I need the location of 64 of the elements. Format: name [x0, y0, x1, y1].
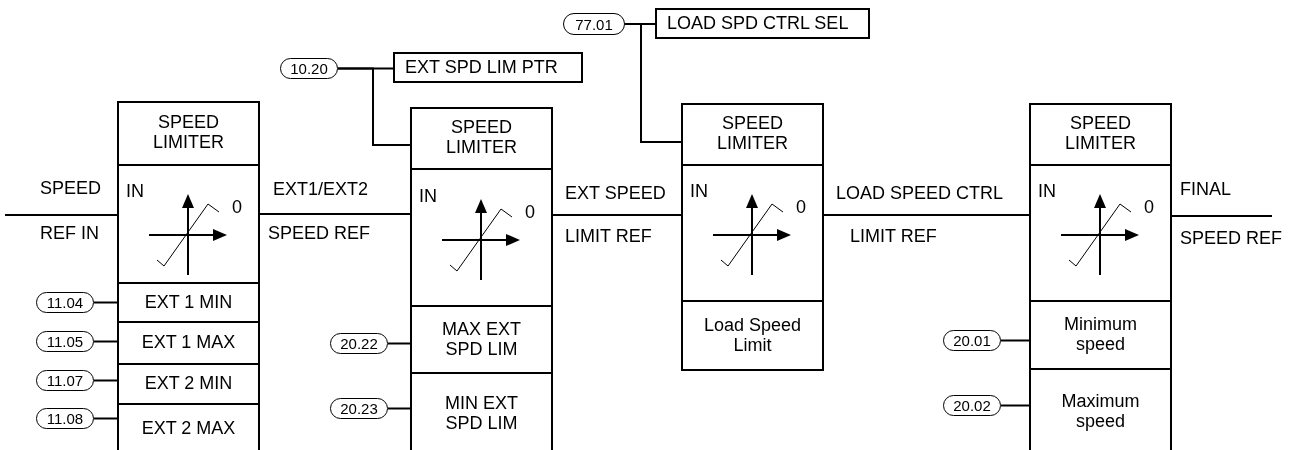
parameter-label: Maximum speed	[1060, 391, 1141, 432]
signal-label: SPEED REF	[268, 224, 371, 242]
parameter-number: 11.05	[46, 333, 84, 350]
parameter-number: 77.01	[575, 15, 613, 33]
connector-line	[387, 407, 411, 410]
block-title: SPEED LIMITER	[445, 117, 518, 158]
signal-label: EXT SPEED	[565, 184, 666, 202]
signal-label: SPEED	[40, 179, 102, 197]
signal-label: LOAD SPEED CTRL	[836, 184, 1004, 202]
connector-line	[93, 417, 118, 420]
input-label: IN	[690, 182, 708, 202]
connector-line	[93, 379, 118, 382]
parameter-number: 20.23	[340, 400, 378, 417]
connector-line	[624, 23, 683, 143]
zero-label: 0	[232, 198, 242, 218]
limiter-block	[410, 107, 553, 450]
parameter-number: 11.07	[46, 372, 84, 389]
block-title: SPEED LIMITER	[1064, 113, 1137, 154]
signal-label: EXT1/EXT2	[273, 180, 369, 198]
signal-label: LIMIT REF	[565, 227, 652, 245]
block-title: SPEED LIMITER	[716, 113, 789, 154]
signal-label: REF IN	[40, 224, 99, 242]
limiter-block	[1029, 103, 1172, 450]
connector-line	[337, 67, 412, 146]
zero-label: 0	[525, 203, 535, 223]
limiter-block	[681, 103, 824, 371]
parameter-label: Minimum speed	[1063, 315, 1138, 355]
connector-line	[387, 342, 411, 345]
parameter-number: 10.20	[290, 60, 328, 77]
parameter-number: 11.08	[46, 410, 84, 427]
signal-line	[4, 214, 118, 216]
pointer-box	[393, 52, 583, 83]
connector-line	[1000, 339, 1030, 342]
signal-label: SPEED REF	[1180, 229, 1283, 247]
parameter-label: EXT 2 MAX	[141, 419, 236, 439]
parameter-label: EXT 2 MIN	[144, 374, 233, 394]
parameter-label: EXT 1 MIN	[144, 292, 233, 313]
pointer-label: LOAD SPD CTRL SEL	[667, 13, 849, 34]
input-label: IN	[126, 182, 144, 202]
parameter-label: Load Speed Limit	[702, 315, 803, 356]
connector-line	[93, 301, 118, 304]
parameter-number: 20.02	[953, 397, 991, 414]
signal-label: FINAL	[1180, 180, 1231, 198]
signal-label: LIMIT REF	[850, 227, 937, 245]
connector-line	[1000, 404, 1030, 407]
parameter-number: 11.04	[46, 294, 84, 311]
parameter-number: 20.22	[340, 335, 378, 352]
limiter-block	[117, 101, 260, 450]
parameter-label: MIN EXT SPD LIM	[444, 393, 519, 434]
signal-line	[1171, 215, 1273, 217]
block-title: SPEED LIMITER	[152, 112, 225, 153]
connector-line	[93, 340, 118, 343]
parameter-label: MAX EXT SPD LIM	[441, 319, 522, 360]
zero-label: 0	[796, 198, 806, 218]
signal-line	[259, 213, 411, 215]
signal-line	[552, 214, 682, 216]
zero-label: 0	[1144, 198, 1154, 218]
signal-line	[823, 214, 1030, 216]
parameter-number: 20.01	[953, 332, 991, 349]
input-label: IN	[419, 187, 437, 207]
input-label: IN	[1038, 182, 1056, 202]
pointer-label: EXT SPD LIM PTR	[405, 57, 558, 78]
pointer-box	[655, 8, 870, 39]
parameter-label: EXT 1 MAX	[141, 333, 236, 353]
